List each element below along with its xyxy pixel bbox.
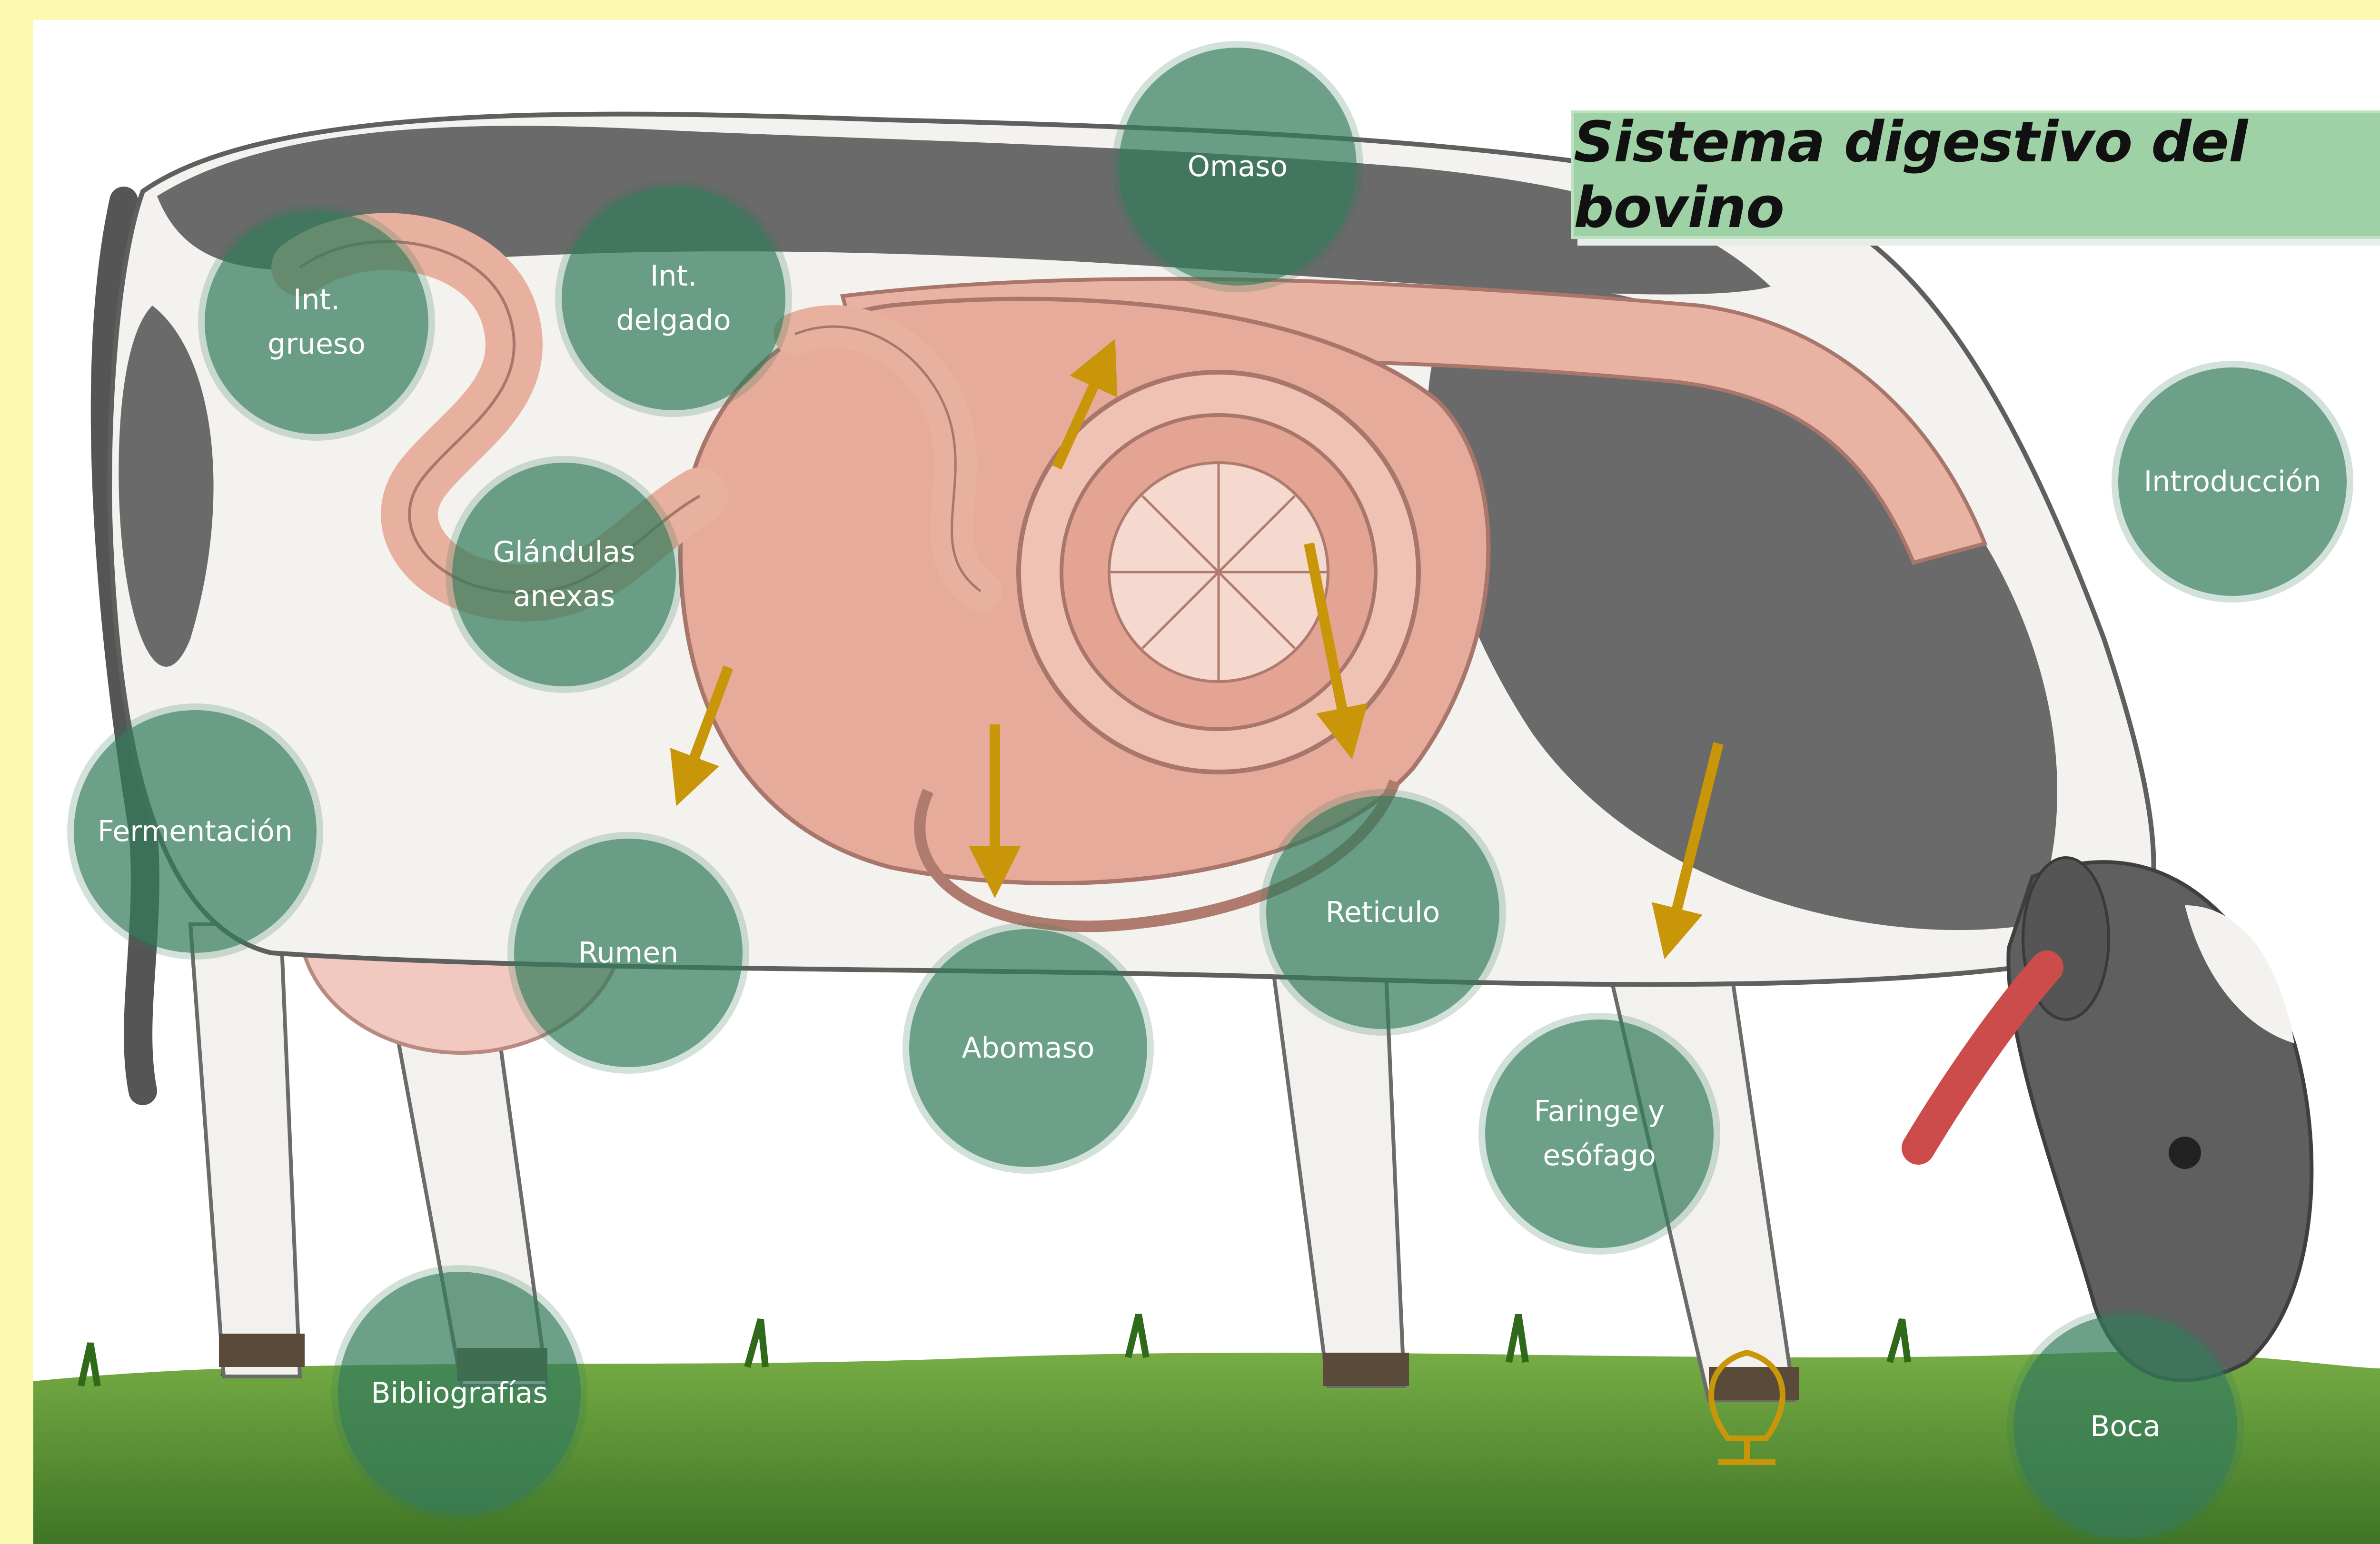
- node-label: Introducción: [2144, 460, 2321, 504]
- node-label: Boca: [2090, 1405, 2161, 1449]
- node-label: Reticulo: [1326, 891, 1440, 935]
- node-label: Fermentación: [98, 810, 293, 854]
- node-faringe-esofago[interactable]: Faringe y esófago: [1485, 1019, 1714, 1248]
- node-int-grueso[interactable]: Int. grueso: [205, 210, 428, 434]
- node-fermentacion[interactable]: Fermentación: [74, 710, 317, 953]
- node-label: Rumen: [578, 931, 678, 975]
- node-boca[interactable]: Boca: [2013, 1315, 2237, 1538]
- node-rumen[interactable]: Rumen: [514, 839, 743, 1067]
- node-label: Faringe y esófago: [1534, 1089, 1665, 1178]
- node-label: Glándulas anexas: [493, 530, 635, 619]
- node-omaso[interactable]: Omaso: [1119, 48, 1357, 286]
- node-introduccion[interactable]: Introducción: [2118, 367, 2347, 596]
- title-banner: Sistema digestivo del bovino: [1571, 110, 2380, 239]
- diagram-title: Sistema digestivo del bovino: [1574, 109, 2380, 240]
- node-label: Bibliografías: [371, 1371, 547, 1415]
- node-abomaso[interactable]: Abomaso: [909, 929, 1147, 1167]
- node-label: Abomaso: [962, 1026, 1094, 1070]
- node-label: Int. delgado: [616, 254, 731, 343]
- node-glandulas-anexas[interactable]: Glándulas anexas: [452, 463, 676, 686]
- node-label: Int. grueso: [268, 278, 366, 366]
- node-bibliografias[interactable]: Bibliografías: [338, 1272, 581, 1514]
- node-int-delgado[interactable]: Int. delgado: [562, 187, 785, 410]
- diagram-canvas: Sistema digestivo del bovino Omaso Int. …: [33, 20, 2380, 1544]
- node-label: Omaso: [1188, 145, 1288, 189]
- node-reticulo[interactable]: Reticulo: [1266, 796, 1499, 1029]
